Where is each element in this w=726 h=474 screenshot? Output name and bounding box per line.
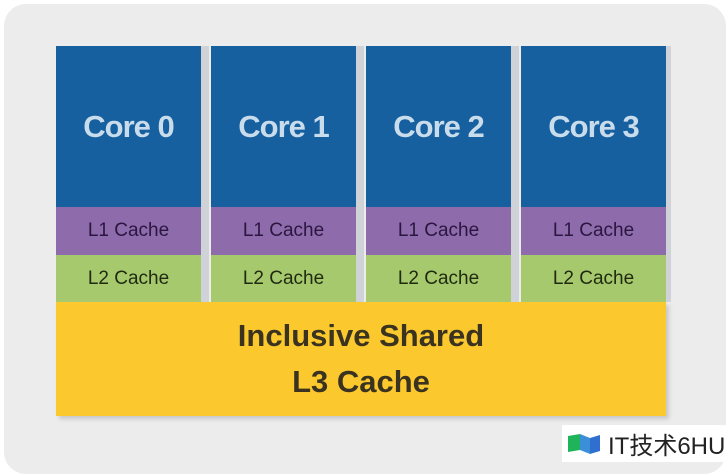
divider (356, 46, 364, 302)
core-1-l1-cache: L1 Cache (211, 207, 356, 255)
watermark-text: IT技术6HU (608, 433, 726, 460)
divider (666, 46, 671, 302)
core-3-l1-cache: L1 Cache (521, 207, 666, 255)
core-1-block: Core 1 (211, 46, 356, 207)
core-3-block: Core 3 (521, 46, 666, 207)
core-1-column: Core 1 L1 Cache L2 Cache (211, 46, 356, 302)
l3-label-line1: Inclusive Shared (237, 318, 485, 353)
core-2-l2-cache: L2 Cache (366, 255, 511, 302)
core-0-block: Core 0 (56, 46, 201, 207)
core-1-l2-cache: L2 Cache (211, 255, 356, 302)
core-0-column: Core 0 L1 Cache L2 Cache (56, 46, 201, 302)
l3-cache-block: Inclusive Shared L3 Cache (56, 302, 666, 416)
core-3-column: Core 3 L1 Cache L2 Cache (521, 46, 666, 302)
core-0-l2-cache: L2 Cache (56, 255, 201, 302)
divider (511, 46, 519, 302)
core-0-l1-cache: L1 Cache (56, 207, 201, 255)
watermark-logo-icon (568, 433, 600, 454)
core-2-l1-cache: L1 Cache (366, 207, 511, 255)
l3-label-line2: L3 Cache (292, 364, 430, 399)
core-2-block: Core 2 (366, 46, 511, 207)
core-3-l2-cache: L2 Cache (521, 255, 666, 302)
divider (201, 46, 209, 302)
watermark: IT技术6HU (562, 425, 726, 462)
core-2-column: Core 2 L1 Cache L2 Cache (366, 46, 511, 302)
